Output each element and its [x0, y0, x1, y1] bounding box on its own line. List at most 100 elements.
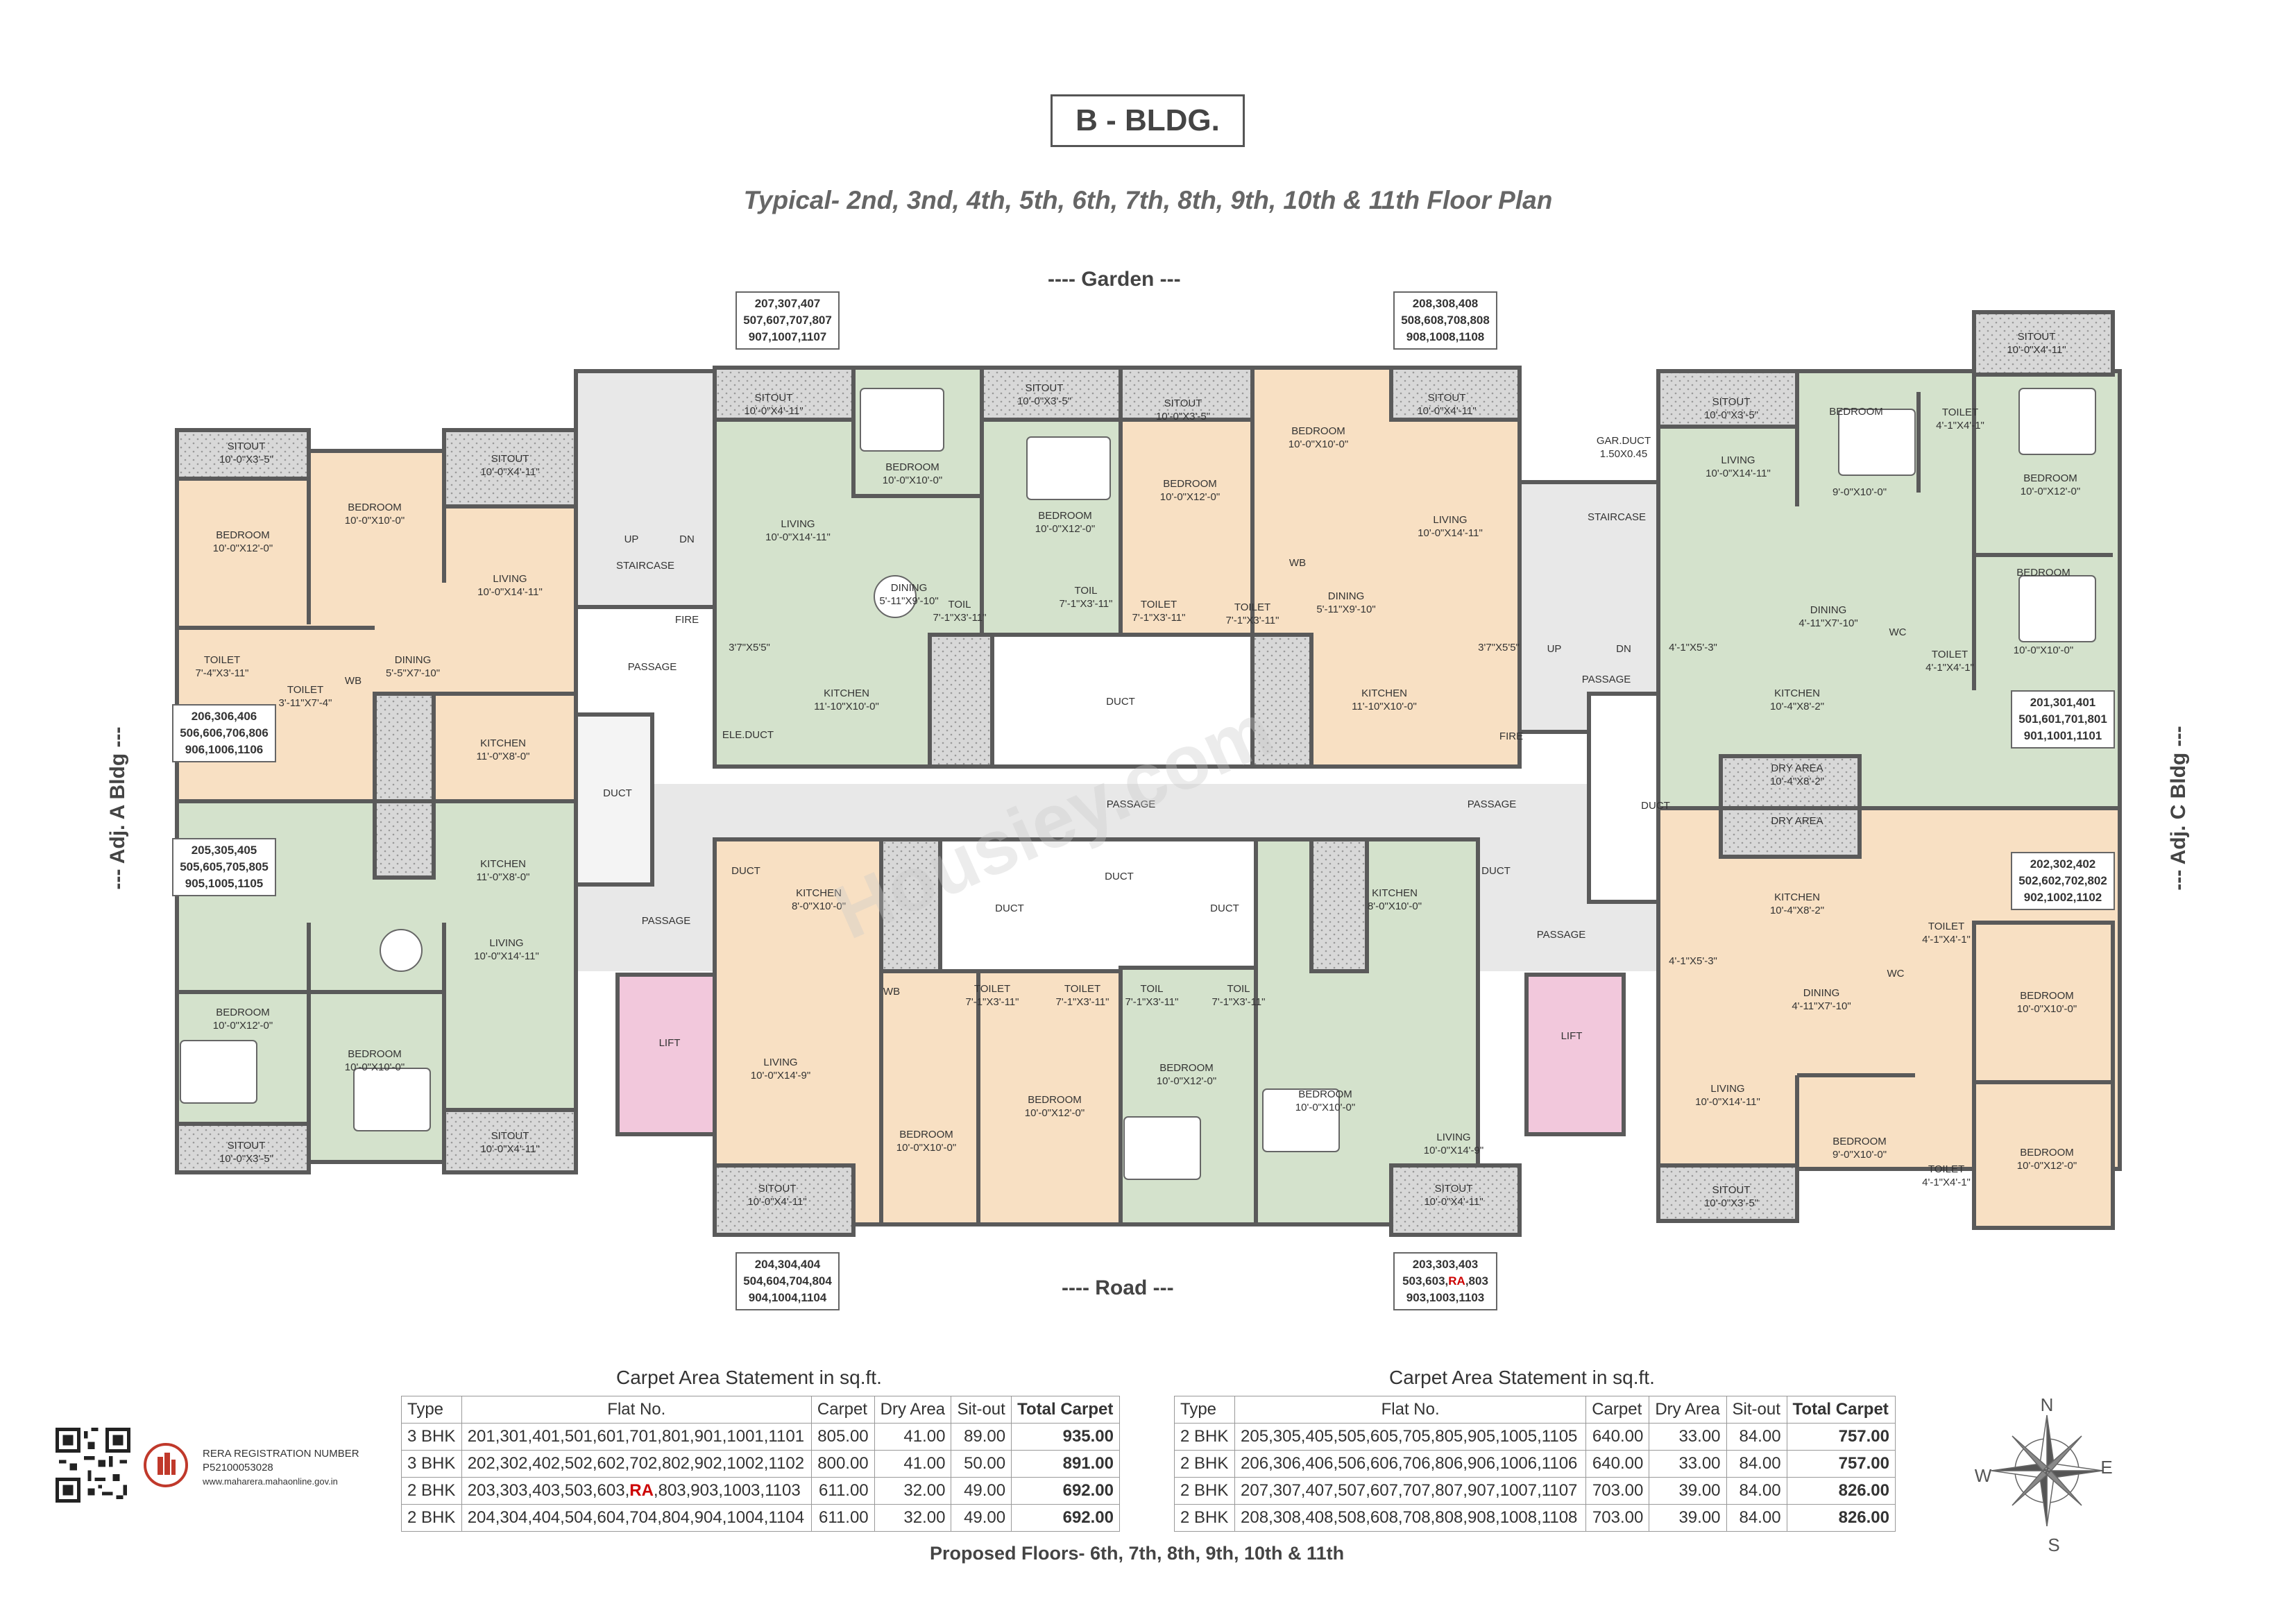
- room-dim: 10'-0"X12'-0": [1024, 1107, 1085, 1119]
- room-dim: 10'-0"X12'-0": [212, 1020, 273, 1032]
- room-dim: 10'-0"X10'-0": [2016, 1003, 2077, 1015]
- room-dim: 10'-0"X4'-11": [2007, 344, 2066, 356]
- room-name: BEDROOM: [216, 529, 270, 541]
- sitout-202: [1656, 1163, 1799, 1223]
- fire-right: FIRE: [1499, 730, 1524, 742]
- room-dim: 10'-4"X8'-2": [1769, 701, 1825, 712]
- room-dim: 10'-0"X14'-11": [765, 531, 831, 543]
- flat-group-line: 508,608,708,808: [1401, 314, 1490, 327]
- flat-group-line: 505,605,705,805: [180, 860, 269, 873]
- room-dim: 5'-11"X9'-10": [879, 595, 939, 607]
- room-dim: 10'-0"X12'-0": [212, 542, 273, 554]
- flat-group-line: 902,1002,1102: [2023, 891, 2102, 904]
- room-dim: 7'-1"X3'-11": [1055, 996, 1109, 1008]
- room-name: LIVING: [489, 937, 524, 949]
- room-dim: 9'-0"X10'-0": [1832, 1149, 1887, 1161]
- staircase-left: [574, 369, 717, 609]
- col-header: Flat No.: [1234, 1396, 1587, 1424]
- ra-marker: RA: [1448, 1274, 1465, 1288]
- cell: 84.00: [1726, 1450, 1787, 1478]
- room-name: KITCHEN: [1372, 887, 1418, 899]
- compass-rose-icon: N S E W: [1975, 1394, 2113, 1554]
- flat-204: [713, 837, 883, 1226]
- room-name: SITOUT: [227, 441, 266, 452]
- room-dim: 10'-0"X12'-0": [1159, 491, 1221, 503]
- room-wb-208: WB: [1289, 557, 1307, 569]
- room-dim: 11'-10"X10'-0": [814, 701, 879, 712]
- room-dim: 5'-5"X7'-10": [385, 667, 441, 679]
- open-202: 4'-1"X5'-3": [1669, 955, 1717, 967]
- passage-right-b: PASSAGE: [1536, 929, 1586, 941]
- sitout-205-a: [175, 1122, 311, 1174]
- col-header: Carpet: [810, 1396, 875, 1424]
- passage-left-a: PASSAGE: [627, 661, 677, 673]
- flat-group-line: 205,305,405: [191, 844, 257, 857]
- room-dim: 10'-0"X14'-9": [1423, 1145, 1484, 1156]
- room-dim: 11'-0"X8'-0": [476, 751, 530, 762]
- flat-group-206: 206,306,406 506,606,706,806 906,1006,110…: [172, 704, 276, 762]
- cell: 2 BHK: [1173, 1477, 1236, 1505]
- cell: 935.00: [1011, 1423, 1120, 1451]
- duct-bottom-left: DUCT: [731, 865, 760, 877]
- room-dim: 4'-1"X4'-1": [1922, 934, 1971, 946]
- room-name: TOILET: [287, 684, 324, 696]
- cell: 3 BHK: [401, 1450, 462, 1478]
- flat-group-207: 207,307,407 507,607,707,807 907,1007,110…: [735, 291, 840, 350]
- cell-part: ,803,903,1003,1103: [653, 1481, 801, 1500]
- cell: 2 BHK: [1173, 1450, 1236, 1478]
- room-name: TOIL: [1227, 983, 1250, 995]
- room-name: GAR.DUCT: [1596, 435, 1651, 447]
- room-dim: 10'-0"X4'-11": [747, 1196, 807, 1208]
- cell: 207,307,407,507,607,707,807,907,1007,110…: [1234, 1477, 1587, 1505]
- dry-area-203: [1309, 837, 1369, 973]
- bed-202-b: [1972, 1080, 2115, 1230]
- room-name: BEDROOM: [1829, 406, 1883, 418]
- col-header: Type: [401, 1396, 462, 1424]
- room-name: TOILET: [1234, 601, 1271, 613]
- dry-area-208: [1250, 633, 1313, 769]
- room-name: SITOUT: [491, 453, 529, 465]
- room-dim: 7'-4"X3'-11": [195, 667, 249, 679]
- room-name: TOIL: [948, 599, 971, 610]
- room-name: LIVING: [781, 518, 815, 530]
- room-name: LIVING: [1436, 1131, 1471, 1143]
- col-header: Carpet: [1585, 1396, 1650, 1424]
- duct-bottom-right: DUCT: [1481, 865, 1511, 877]
- room-name: KITCHEN: [1774, 687, 1820, 699]
- passage-right-c: PASSAGE: [1581, 674, 1631, 685]
- duct-left-label: DUCT: [603, 787, 632, 799]
- room-dim: 10'-0"X3'-5": [219, 1153, 274, 1165]
- room-name: KITCHEN: [1361, 687, 1407, 699]
- flat-group-line: 208,308,408: [1412, 297, 1479, 310]
- room-name: BEDROOM: [1038, 510, 1092, 522]
- room-name: LIVING: [1433, 514, 1468, 526]
- room-dim: 10'-4"X8'-2": [1769, 905, 1825, 916]
- room-dim: 10'-0"X14'-11": [1695, 1096, 1760, 1108]
- room-dim: 7'-1"X3'-11": [1059, 598, 1113, 610]
- room-name: KITCHEN: [796, 887, 842, 899]
- room-dim: 10'-0"X14'-9": [750, 1070, 811, 1082]
- room-dim: 10'-0"X12'-0": [2020, 486, 2081, 497]
- cell: 50.00: [951, 1450, 1012, 1478]
- room-name: DRY AREA: [1771, 762, 1823, 774]
- flat-group-208: 208,308,408 508,608,708,808 908,1008,110…: [1393, 291, 1497, 350]
- cell: 611.00: [810, 1504, 875, 1532]
- rera-number: P52100053028: [203, 1462, 273, 1473]
- room-dim: 10'-0"X14'-11": [1706, 468, 1771, 479]
- room-dim: 3'-11"X7'-4": [278, 697, 332, 709]
- room-dry-202: DRY AREA: [1771, 815, 1823, 827]
- carpet-area-title-right: Carpet Area Statement in sq.ft.: [1389, 1367, 1655, 1388]
- room-dim: 10'-0"X4'-11": [1417, 405, 1477, 417]
- dry-area-205: [373, 799, 436, 880]
- cell: 826.00: [1786, 1504, 1896, 1532]
- central-duct-top: [990, 633, 1255, 769]
- room-dim: 7'-1"X3'-11": [1211, 996, 1266, 1008]
